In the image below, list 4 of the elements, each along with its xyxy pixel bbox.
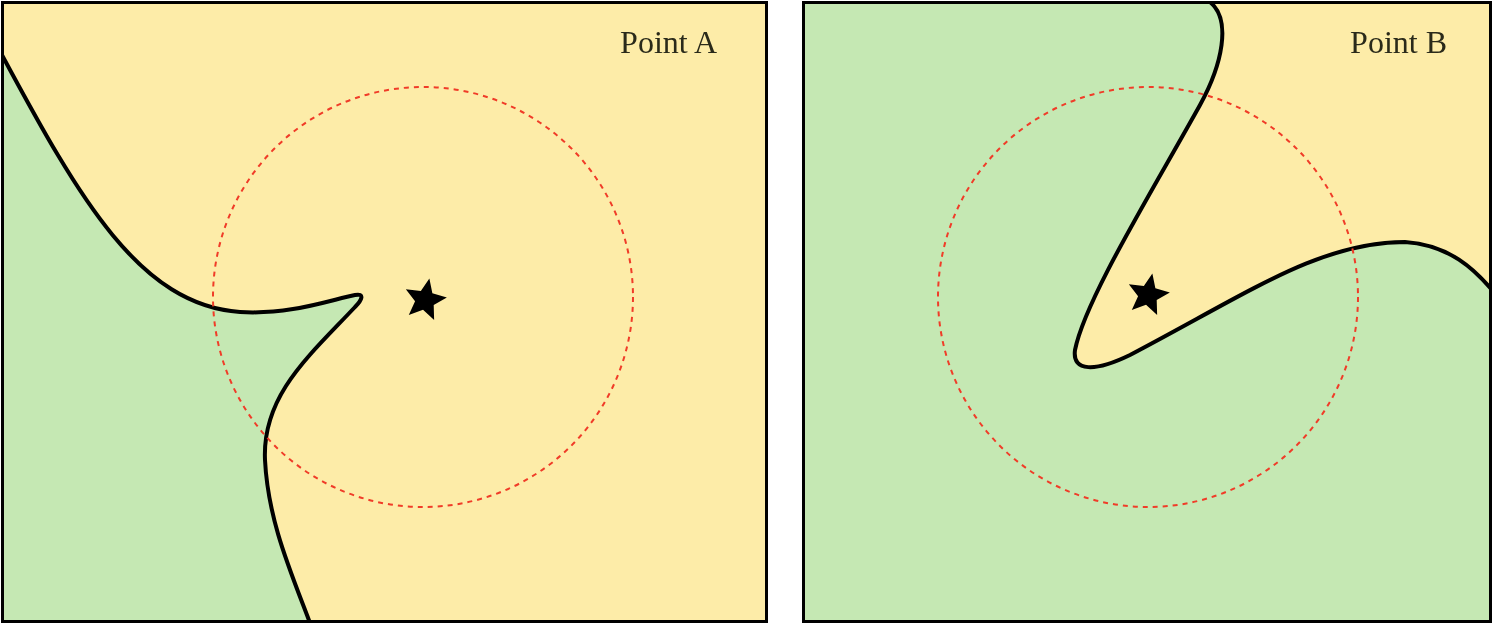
panel [1,1,768,623]
point-label: Point A [620,24,717,61]
panel [802,1,1492,623]
point-label: Point B [1350,24,1447,61]
